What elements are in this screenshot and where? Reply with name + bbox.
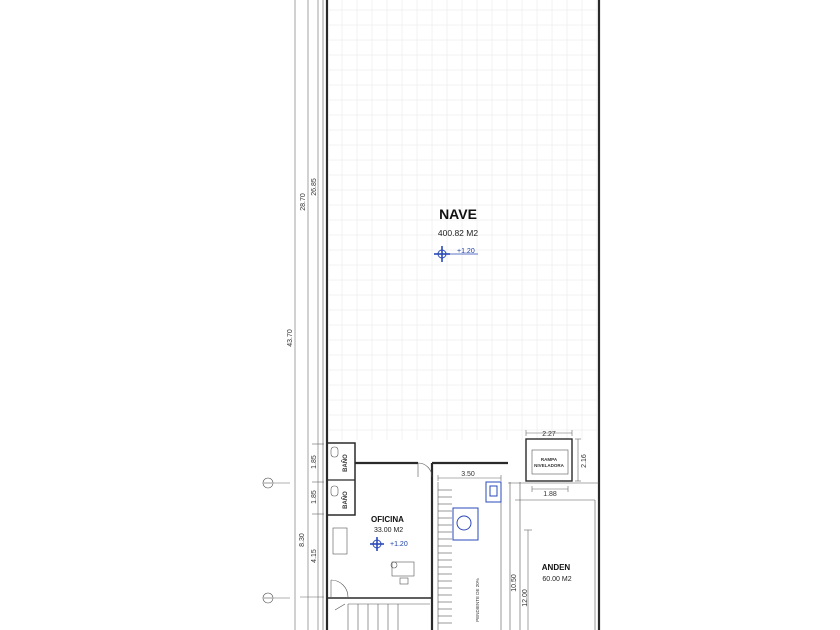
oficina-level-marker [370,537,384,551]
dim-outer-upper: 28.70 [300,193,307,211]
nave-level-marker [434,246,478,262]
oficina-furniture [330,527,415,598]
blue-fixtures [452,481,502,541]
office-lower-stairs [334,603,430,630]
dim-stair-width: 3.50 [461,471,475,478]
dim-anden-outer: 12.00 [522,589,529,607]
dim-total-length: 43.70 [287,329,294,347]
oficina-title: OFICINA [371,515,404,524]
dim-anden-inner: 10.50 [511,574,518,592]
oficina-area: 33.00 M2 [374,527,403,534]
dim-bano-1-height: 1.85 [311,455,318,469]
dim-rampa-depth: 2.16 [581,454,588,468]
dimension-labels: 43.70 28.70 26.85 1.85 1.85 8.30 4.15 [287,178,318,563]
anden-title: ANDEN [542,563,571,572]
bano-1-label: BAÑO [342,454,349,472]
nave-title: NAVE [439,206,477,222]
rampa-label-line2: NIVELADORA [534,463,565,468]
nave-walls [322,0,601,630]
anden-area: 60.00 M2 [542,576,571,583]
oficina-walls [327,461,508,630]
stair-ramp-area [437,475,521,630]
dim-oficina-inner: 4.15 [311,549,318,563]
stair-treads [438,489,452,624]
rampa-niveladora [525,430,581,492]
pendiente-label: PENDIENTE DE 20% [475,578,480,622]
dimension-lines [294,0,324,630]
dim-bano-2-height: 1.85 [311,490,318,504]
dim-oficina-outer: 8.30 [299,533,306,547]
nave-area: 400.82 M2 [438,228,478,238]
dim-rampa-width: 2.27 [542,431,556,438]
bano-2-label: BAÑO [342,491,349,509]
bano-block [326,442,356,516]
nave-level-label: +1.20 [457,248,475,255]
anden-walls [508,482,599,630]
dim-rampa-opening: 1.88 [543,491,557,498]
rampa-label-line1: RAMPA [541,457,558,462]
dim-inner-upper: 26.85 [311,178,318,196]
nave-floor-grid [329,0,598,440]
oficina-level-label: +1.20 [390,541,408,548]
axis-markers [262,477,290,604]
